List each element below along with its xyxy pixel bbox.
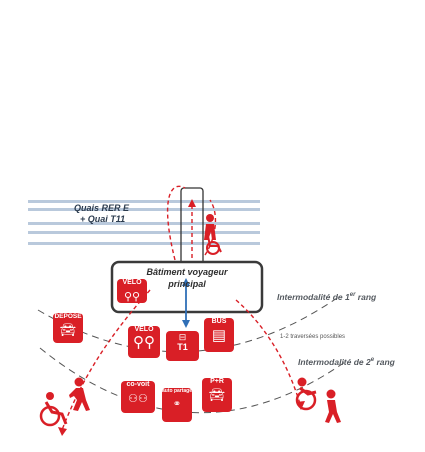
depose-label: DEPOSE [54, 313, 82, 320]
flow-arrow [61, 289, 151, 431]
velo-station-tile: VELO ⚲⚲ [117, 279, 147, 303]
rail-label: Quais RER E + Quai T11 [74, 203, 129, 225]
rank2-sup: e [370, 357, 375, 364]
track-line [28, 222, 260, 225]
rank1-text: Intermodalité de 1 [277, 292, 350, 302]
flow-arrow [235, 299, 301, 405]
covoit-label: co-voit [126, 381, 150, 388]
track-line [28, 200, 260, 203]
flow-arrow [204, 199, 217, 256]
flow-arrow [166, 185, 186, 261]
pr-label: P+R [210, 378, 224, 385]
track-line [28, 231, 260, 234]
tram-tile: ⊟ T1 [166, 331, 199, 361]
station-building [110, 260, 264, 314]
rank2-arc [39, 347, 346, 414]
tram-label: T1 [177, 342, 188, 352]
bus-label: BUS [211, 318, 227, 325]
arrow-head [188, 199, 196, 207]
bicycle-icon: ⚲⚲ [123, 291, 141, 303]
carshare-icon: ⚭ [172, 399, 182, 410]
rail-label-line2: + Quai T11 [80, 214, 126, 224]
car-icon: 🚘︎ [59, 322, 77, 337]
tram-icon: ⊟ [178, 332, 187, 342]
car-icon: 🚘︎ [208, 387, 226, 402]
flow-arrows [61, 185, 301, 431]
two-way-arrow [182, 278, 190, 328]
rank1-label: Intermodalité de 1er rang [277, 292, 376, 302]
pr-tile: P+R 🚘︎ [202, 378, 232, 412]
rank1-suffix: rang [355, 292, 377, 302]
rank2-text: Intermodalité de 2 [298, 357, 371, 367]
velo-label: VELO [134, 326, 154, 333]
walker-icon [69, 377, 90, 411]
rail-label-line1: Quais RER E [74, 203, 130, 213]
velo-station-label: VELO [122, 279, 142, 286]
walker-right-icon [325, 389, 341, 423]
velo-tile: VELO ⚲⚲ [128, 326, 160, 358]
rank1-sup: er [349, 292, 356, 299]
autopartage-tile: auto partage ⚭ [162, 388, 192, 422]
station-label-line1: Bâtiment voyageur [146, 267, 228, 277]
bus-icon: ▤ [211, 327, 227, 344]
wheelchair-icon [206, 235, 222, 255]
bus-tile: BUS ▤ [204, 318, 234, 352]
arrow-head [58, 427, 67, 436]
track-line [28, 242, 260, 245]
wheelchair-user-icon [39, 392, 68, 427]
wheelchair-racer-icon [295, 377, 317, 411]
carpool-icon: ⚇⚇ [128, 393, 148, 405]
station-label-line2: principal [168, 279, 206, 289]
track-line [28, 208, 260, 211]
pedestrian-icon [204, 214, 216, 240]
rail-tracks [28, 200, 260, 245]
autopartage-label: auto partage [162, 388, 193, 394]
bicycle-icon: ⚲⚲ [133, 334, 155, 351]
crossings-note: 1-2 traversées possibles [280, 334, 346, 340]
rank2-label: Intermodalité de 2e rang [298, 357, 395, 367]
station-label: Bâtiment voyageur principal [128, 266, 246, 290]
covoit-tile: co-voit ⚇⚇ [121, 381, 155, 413]
rank2-suffix: rang [374, 357, 395, 367]
depose-tile: DEPOSE 🚘︎ [53, 313, 83, 343]
